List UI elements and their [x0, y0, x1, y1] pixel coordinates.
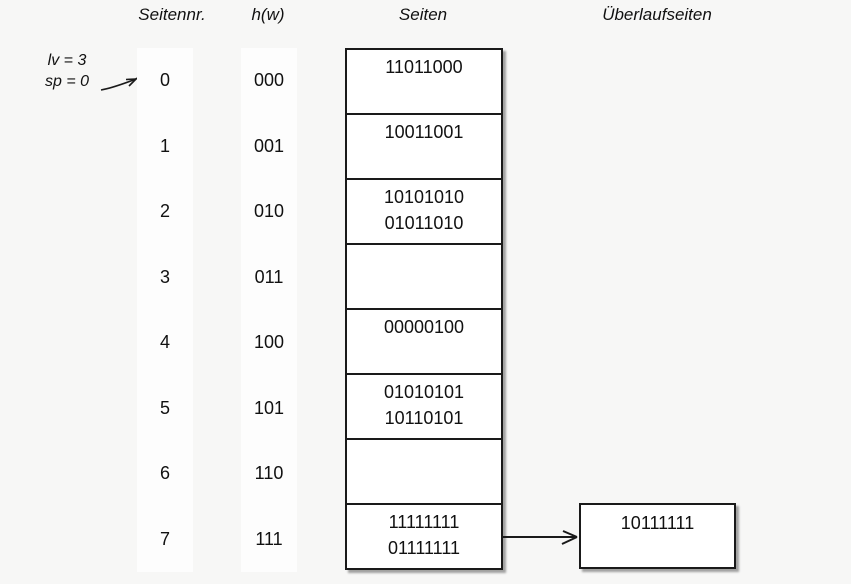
page-number: 5: [159, 397, 170, 418]
hash-column: 000 001 010 011 100 101 110 111: [241, 48, 297, 572]
page-value: 10011001: [384, 122, 464, 142]
page-value: 11011000: [385, 57, 463, 77]
page-cell: 11011000: [347, 50, 501, 113]
header-hash-function: h(w): [251, 5, 285, 24]
hash-value: 101: [253, 397, 285, 418]
hash-value: 110: [254, 463, 284, 484]
split-pointer-value: sp = 0: [44, 73, 90, 90]
hash-value: 010: [253, 201, 285, 222]
page-number: 6: [159, 463, 170, 484]
page-cell: 11111111 01111111: [347, 503, 501, 568]
hash-value: 011: [254, 266, 284, 287]
page-cell: 00000100: [347, 308, 501, 373]
page-value: 01011010: [384, 213, 464, 233]
annotation-arrow-icon: [100, 77, 138, 91]
hash-value: 100: [253, 332, 285, 353]
page-value: 10101010: [383, 187, 465, 207]
overflow-arrow-icon: [503, 530, 578, 545]
page-number: 7: [159, 528, 170, 549]
page-value: 01010101: [383, 382, 465, 402]
page-number: 0: [159, 70, 170, 91]
page-cell: 10011001: [347, 113, 501, 178]
page-cell: 01010101 10110101: [347, 373, 501, 438]
hash-value: 000: [253, 70, 285, 91]
page-value: 10110101: [384, 408, 464, 428]
hash-value: 111: [255, 528, 283, 549]
page-number: 1: [159, 135, 170, 156]
page-number: 4: [159, 332, 170, 353]
page-number-column: 0 1 2 3 4 5 6 7: [137, 48, 193, 572]
page-cell: [347, 438, 501, 503]
page-value: 11111111: [388, 512, 460, 532]
pages-box: 11011000 10011001 10101010 01011010 00000100…: [345, 48, 503, 570]
overflow-value: 10111111: [620, 513, 695, 533]
level-split-annotation: lv = 3 sp = 0: [28, 50, 106, 92]
page-number: 3: [159, 266, 170, 287]
hash-value: 001: [253, 135, 285, 156]
header-pages: Seiten: [398, 5, 448, 24]
level-value: lv = 3: [47, 52, 87, 69]
page-value: 01111111: [387, 538, 461, 558]
page-value: 00000100: [383, 317, 465, 337]
page-cell: [347, 243, 501, 308]
header-overflow-pages: Überlaufseiten: [602, 5, 712, 24]
page-number: 2: [159, 201, 170, 222]
overflow-box: 10111111: [579, 503, 736, 569]
page-cell: 10101010 01011010: [347, 178, 501, 243]
header-page-number: Seitennr.: [138, 5, 206, 24]
